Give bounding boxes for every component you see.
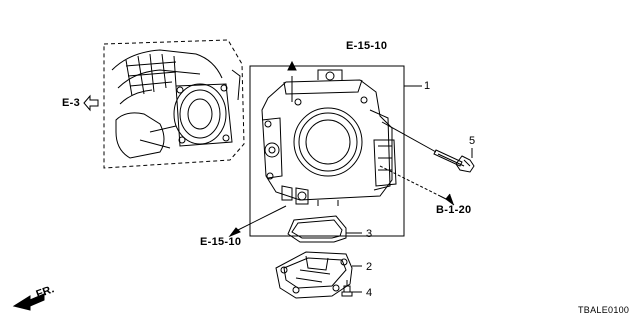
cover-drawing bbox=[275, 251, 353, 299]
front-arrow-icon bbox=[12, 293, 45, 311]
callout-3: 3 bbox=[366, 228, 373, 240]
reference-e3: E-3 bbox=[62, 97, 81, 109]
gasket-drawing bbox=[287, 215, 347, 243]
diagram-code: TBALE0100 bbox=[578, 305, 630, 315]
callout-2: 2 bbox=[366, 261, 373, 273]
part-1-bracket bbox=[249, 65, 405, 237]
reference-e15-top: E-15-10 bbox=[346, 40, 388, 52]
reference-b120: B-1-20 bbox=[436, 204, 472, 216]
callout-5: 5 bbox=[469, 135, 476, 147]
e3-arrow bbox=[83, 94, 99, 112]
reference-e15-left: E-15-10 bbox=[200, 236, 242, 248]
intake-manifold-drawing bbox=[103, 39, 245, 169]
screw-drawing bbox=[341, 280, 353, 297]
bolt-drawing bbox=[433, 149, 475, 173]
callout-1: 1 bbox=[424, 80, 431, 92]
throttle-body-drawing bbox=[261, 69, 397, 206]
callout-4: 4 bbox=[366, 287, 373, 299]
